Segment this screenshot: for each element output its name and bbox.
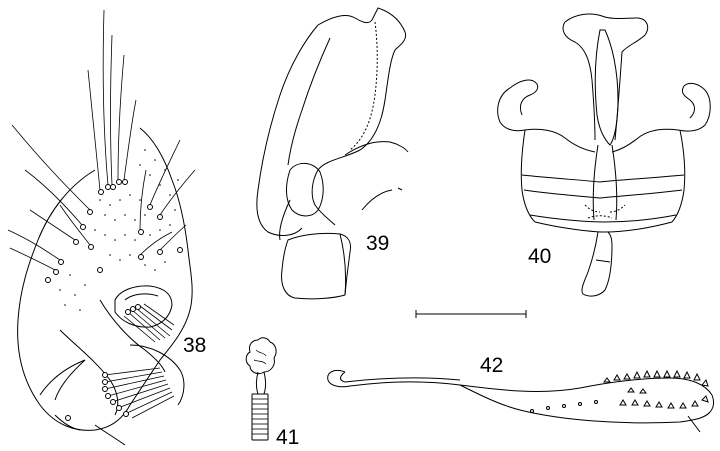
figure-38-drawing — [18, 128, 193, 445]
figure-38-spines — [105, 304, 174, 418]
figure-41-label: 41 — [276, 426, 299, 449]
fig38-hook — [40, 360, 85, 400]
figure-38-label: 38 — [183, 334, 206, 357]
figure-42-drawing — [328, 370, 714, 432]
figure-40-label: 40 — [528, 245, 551, 268]
figure-41-drawing — [246, 338, 276, 440]
figure-42-teeth — [531, 371, 709, 413]
figure-40-drawing — [498, 14, 711, 296]
figure-42-label: 42 — [480, 354, 503, 377]
figure-38-stipple — [59, 149, 179, 311]
figure-38-sockets — [46, 180, 183, 283]
figure-39-drawing — [257, 8, 408, 299]
figure-38-spine-bases — [103, 305, 141, 417]
fig38-lower-lobe — [60, 330, 118, 415]
figure-38-setae — [8, 10, 195, 270]
scale-bar — [416, 310, 526, 318]
fig38-inner-sclerite — [115, 286, 172, 327]
figure-39-label: 39 — [366, 232, 389, 255]
